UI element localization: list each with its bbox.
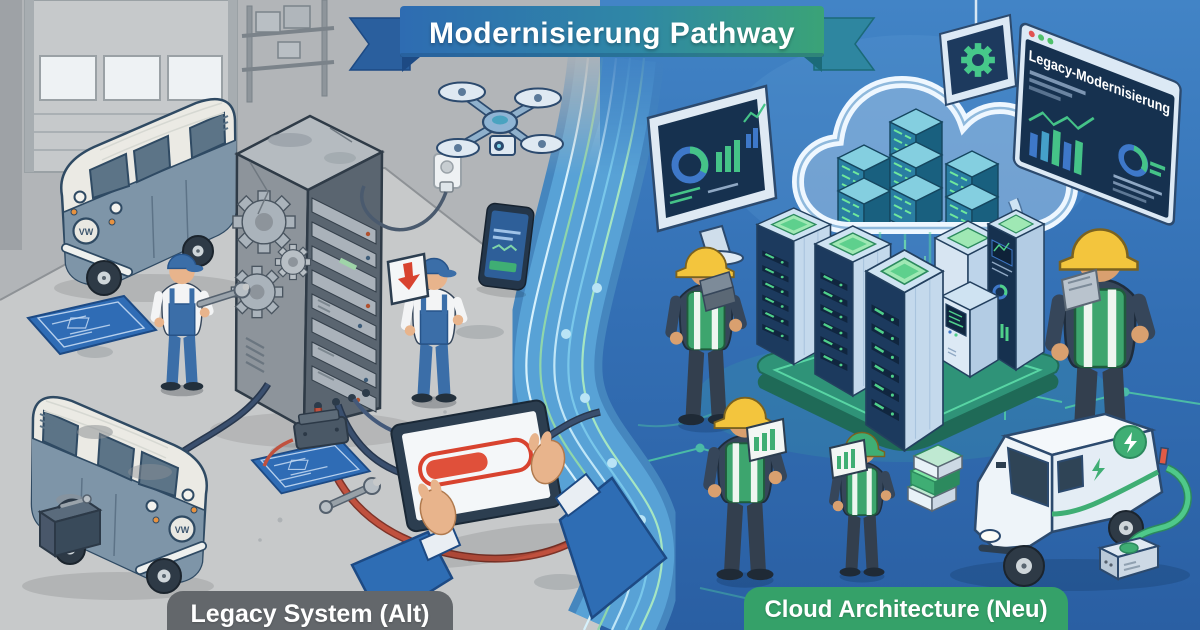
- donut-chart-icon: [671, 146, 709, 184]
- vw-badge-icon-2: VW: [175, 525, 190, 535]
- drone-icon: [436, 81, 564, 158]
- worker-tablet-right: [827, 431, 897, 584]
- electric-van: [950, 412, 1192, 591]
- wall-outlet: [360, 153, 462, 232]
- smartphone: [476, 202, 535, 298]
- tail-light: [1158, 446, 1169, 466]
- storage-shelf: [241, 0, 335, 103]
- browser-window: Legacy-Modernisierung: [1012, 22, 1182, 226]
- mini-bar-chart: [1029, 129, 1083, 176]
- charging-station: [1097, 536, 1161, 581]
- vw-badge-icon: VW: [79, 227, 94, 237]
- worker-clipboard: [1042, 228, 1159, 481]
- window-dot-red: [1028, 30, 1035, 38]
- tablet-red-arrow: [386, 252, 430, 306]
- toolbox: [37, 494, 103, 558]
- worker-laptop: [663, 246, 750, 434]
- gear-panel: [938, 0, 1018, 107]
- rack-vents: [245, 337, 265, 373]
- window-dot-green2: [1047, 37, 1054, 45]
- lightning-icon-small: [1092, 458, 1105, 481]
- window-dot-green: [1038, 34, 1045, 41]
- download-arrow-icon: [398, 262, 420, 290]
- gear-icon: [230, 189, 312, 319]
- legacy-zone-label: Legacy System (Alt): [167, 591, 453, 630]
- wrench-icon: [196, 281, 251, 308]
- banner-title: Modernisierung Pathway: [428, 17, 796, 50]
- bar-chart-icon: [716, 103, 766, 172]
- console-unit: [940, 281, 1000, 379]
- cloud-zone-label: Cloud Architecture (Neu): [744, 587, 1068, 630]
- old-component: [262, 408, 350, 467]
- inspection-worker: [386, 252, 469, 409]
- server-towers: [755, 206, 1046, 452]
- progress-bar-icon: [418, 437, 534, 487]
- blueprint-floor: [251, 439, 381, 514]
- green-stripe: [1051, 469, 1160, 517]
- gear-icon: [961, 43, 995, 77]
- mini-server-stack: [906, 444, 964, 513]
- banner-ribbon: [348, 6, 876, 72]
- mechanic-wrench-worker: [150, 254, 251, 396]
- worker-tablet-left: [701, 396, 790, 589]
- rack-units: [311, 197, 377, 413]
- legacy-server-rack: [133, 114, 601, 570]
